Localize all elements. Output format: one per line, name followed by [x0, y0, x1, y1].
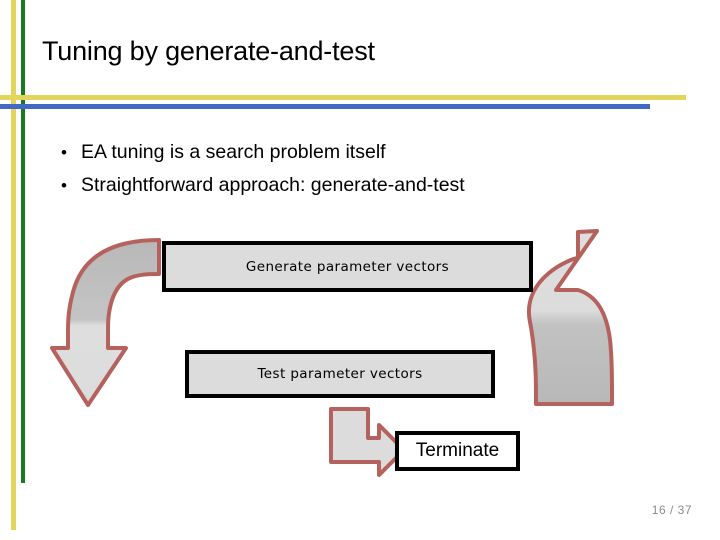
process-box-test: Test parameter vectors: [185, 350, 495, 398]
bullet-text: Straightforward approach: generate-and-t…: [81, 174, 465, 196]
header-blue-rule: [0, 104, 650, 109]
right-curved-arrow: [526, 229, 614, 406]
process-box-generate: Generate parameter vectors: [162, 241, 533, 292]
bullet-marker-icon: •: [61, 143, 67, 162]
left-curved-arrow: [50, 238, 161, 407]
bullet-text: EA tuning is a search problem itself: [81, 141, 386, 163]
page-title: Tuning by generate-and-test: [42, 36, 375, 66]
list-item: • Straightforward approach: generate-and…: [55, 169, 655, 202]
elbow-arrow: [329, 407, 406, 477]
left-yellow-rule: [11, 0, 16, 530]
bullet-marker-icon: •: [61, 176, 67, 195]
process-box-terminate: Terminate: [395, 431, 520, 471]
page-number: 16 / 37: [651, 503, 692, 517]
left-green-rule: [21, 0, 25, 483]
header-yellow-rule: [0, 95, 686, 100]
bullet-list: • EA tuning is a search problem itself •…: [55, 136, 655, 202]
list-item: • EA tuning is a search problem itself: [55, 136, 655, 169]
